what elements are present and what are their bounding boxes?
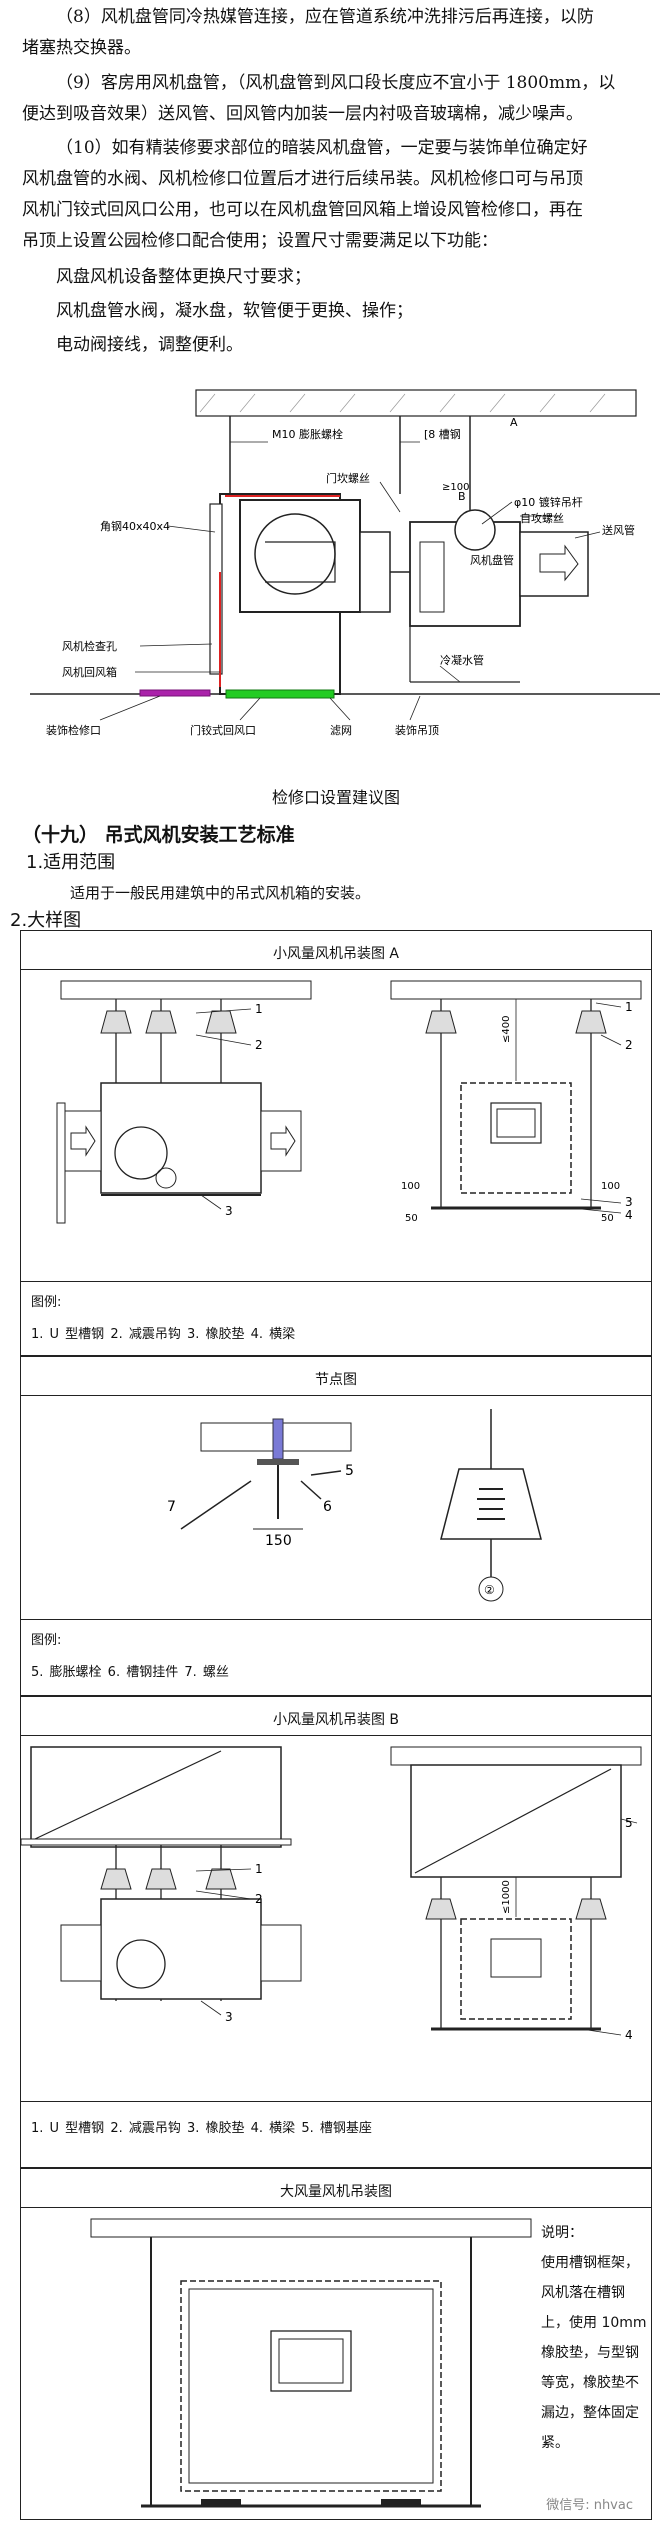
panel-c-note-3: 上，使用 10mm	[541, 2315, 647, 2331]
label-supply: 送风管	[602, 523, 635, 537]
fan-box-a	[100, 1082, 262, 1194]
panel-a-num-3b: 3	[625, 1195, 633, 1209]
ceiling-slab	[195, 389, 637, 417]
requirement-2: 风机盘管水阀，凝水盘，软管便于更换、操作；	[56, 301, 413, 321]
panel-c-note-5: 等宽，橡胶垫不	[541, 2375, 639, 2391]
panel-a-num-1: 1	[255, 1002, 263, 1016]
subsection-scope: 1.适用范围	[26, 852, 116, 873]
panel-c-title: 大风量风机吊装图	[280, 2184, 392, 2200]
scope-text: 适用于一般民用建筑中的吊式风机箱的安装。	[70, 884, 371, 902]
panel-b-legend: 1. U 型槽钢 2. 减震吊钩 3. 橡胶垫 4. 横梁 5. 槽钢基座	[31, 2121, 372, 2136]
para-10-line2: 风机盘管的水阀、风机检修口位置后才进行后续吊装。风机检修口可与吊顶	[22, 169, 583, 189]
node-dim: 150	[265, 1533, 292, 1549]
label-bolt: 门坎螺丝	[326, 471, 370, 485]
label-door: 门铰式回风口	[190, 723, 256, 737]
node-num-6: 6	[323, 1499, 332, 1515]
panel-b-num-3: 3	[225, 2010, 233, 2024]
figure-caption: 检修口设置建议图	[271, 788, 400, 807]
panel-c-note-4: 橡胶垫，与型钢	[541, 2345, 639, 2361]
panel-c-note-7: 紧。	[541, 2435, 569, 2451]
panel-a-num-2b: 2	[625, 1038, 633, 1052]
node-num-7: 7	[167, 1499, 176, 1515]
panel-a-drawing: 1 2 3 ≤400 100 100 50 50 1 2 3 4	[56, 980, 642, 1224]
label-access: 装饰检修口	[46, 723, 101, 737]
para-9-line2: 便达到吸音效果）送风管、回风管内加装一层内衬吸音玻璃棉，减少噪声。	[22, 104, 583, 124]
section-title: （十九） 吊式风机安装工艺标准	[22, 824, 295, 846]
panel-c-note-head: 说明：	[541, 2225, 583, 2241]
panel-a-legend: 1. U 型槽钢 2. 减震吊钩 3. 橡胶垫 4. 横梁	[31, 1327, 296, 1342]
label-fcu: 风机盘管	[470, 553, 514, 567]
panel-a-num-2: 2	[255, 1038, 263, 1052]
label-tapping: 自攻螺丝	[520, 511, 564, 525]
panel-b-num-5: 5	[625, 1816, 633, 1830]
label-returnbox: 风机回风箱	[62, 665, 117, 679]
fan-coil-body	[239, 499, 361, 613]
panel-b-num-4: 4	[625, 2028, 633, 2042]
panel-b-num-1: 1	[255, 1862, 263, 1876]
panel-a-title: 小风量风机吊装图 A	[272, 946, 400, 962]
panel-a-legend-head: 图例:	[31, 1295, 62, 1310]
para-9-line1: （9）客房用风机盘管，（风机盘管到风口段长度应不宜小于 1800mm，以	[56, 73, 616, 93]
label-rod: φ10 镀锌吊杆	[514, 495, 583, 509]
panel-c: 大风量风机吊装图 说明： 使用槽钢框架， 风机落在槽钢 上，使用 10mm 橡胶…	[20, 2168, 652, 2520]
para-10-line4: 吊顶上设置公园检修口配合使用；设置尺寸需要满足以下功能：	[22, 231, 498, 251]
panel-b-drawing: 1 2 3 ≤1000 5 4	[21, 1746, 642, 2042]
subsection-detail: 2.大样图	[10, 910, 82, 931]
requirement-3: 电动阀接线，调整便利。	[56, 335, 243, 355]
door-grille	[225, 689, 335, 699]
watermark: 微信号: nhvac	[546, 2498, 633, 2513]
label-channel8: [8 槽钢	[424, 428, 461, 441]
panel-c-note-2: 风机落在槽钢	[541, 2285, 625, 2301]
node-circle-2: ②	[484, 1583, 495, 1597]
panel-b-num-2: 2	[255, 1892, 263, 1906]
para-8-line2: 堵塞热交换器。	[22, 38, 141, 58]
inspection-opening-drawing: M10 膨胀螺栓 [8 槽钢 A 角钢40x40x4 门坎螺丝 ≥100 B φ…	[30, 389, 660, 737]
panel-a-dim-100-left: 100	[401, 1181, 420, 1192]
node-num-5: 5	[345, 1463, 354, 1479]
panel-a-dim-50-left: 50	[405, 1213, 418, 1224]
label-inspection: 风机检查孔	[62, 639, 117, 653]
para-10-line3: 风机门铰式回风口公用，也可以在风机盘管回风箱上增设风管检修口，再在	[22, 200, 583, 220]
label-m10: M10 膨胀螺栓	[272, 427, 343, 441]
panel-a-dim-100-right: 100	[601, 1181, 620, 1192]
panel-node-legend-head: 图例:	[31, 1633, 62, 1648]
panel-node: 节点图 5 6 7 150 ② 图例: 5. 膨胀螺栓 6. 槽钢挂件 7. 螺…	[20, 1356, 652, 1696]
panel-node-legend: 5. 膨胀螺栓 6. 槽钢挂件 7. 螺丝	[31, 1665, 229, 1680]
panel-node-title: 节点图	[315, 1372, 357, 1388]
panel-c-note-1: 使用槽钢框架，	[541, 2255, 639, 2271]
panel-b-dim: ≤1000	[501, 1880, 512, 1914]
panel-c-note-6: 漏边，整体固定	[541, 2405, 639, 2421]
panel-a-num-3: 3	[225, 1204, 233, 1218]
label-filter: 滤网	[330, 724, 352, 737]
label-mark-b: B	[458, 490, 466, 503]
label-mark-a: A	[510, 416, 518, 429]
panel-a: 小风量风机吊装图 A 1 2 3	[20, 930, 652, 1356]
panel-node-drawing: 5 6 7 150 ②	[167, 1409, 542, 1602]
para-8-line1: （8）风机盘管同冷热媒管连接，应在管道系统冲洗排污后再连接，以防	[56, 7, 594, 27]
para-10-line1: （10）如有精装修要求部位的暗装风机盘管，一定要与装饰单位确定好	[56, 138, 588, 158]
panel-b-title: 小风量风机吊装图 B	[272, 1712, 400, 1728]
panel-a-num-4b: 4	[625, 1208, 633, 1222]
access-hatch	[139, 689, 211, 697]
panel-a-num-1b: 1	[625, 1000, 633, 1014]
panel-b: 小风量风机吊装图 B 1 2 3 ≤1000 5	[20, 1696, 652, 2168]
requirement-1: 风盘风机设备整体更换尺寸要求；	[56, 267, 311, 287]
label-dim: ≥100	[442, 482, 469, 493]
label-angle: 角钢40x40x4	[100, 520, 170, 533]
label-drain: 冷凝水管	[440, 653, 484, 667]
panel-c-drawing	[90, 2218, 532, 2508]
panel-a-dim: ≤400	[501, 1016, 512, 1043]
panel-a-dim-50-right: 50	[601, 1213, 614, 1224]
label-ceiling: 装饰吊顶	[395, 723, 439, 737]
